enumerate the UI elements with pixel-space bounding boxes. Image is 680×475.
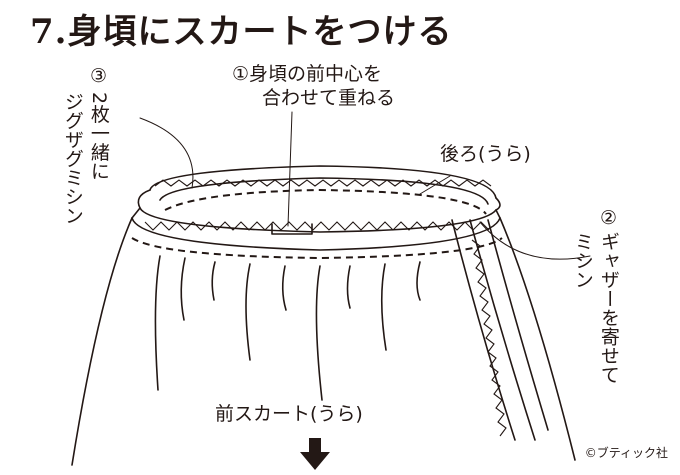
label-step1-line2: 合わせて重ねる — [262, 87, 396, 109]
label-step1-line1: ①身頃の前中心を — [232, 63, 383, 85]
leader-back — [419, 175, 451, 195]
label-step2-number: ② — [600, 207, 618, 229]
side-seam-left — [451, 219, 516, 441]
label-step3-col1: 2枚一緒に — [87, 92, 110, 181]
skirt-left-edge — [71, 217, 133, 466]
label-step3-number: ③ — [90, 65, 108, 87]
stitch-line-back — [164, 188, 487, 215]
zigzag-back — [154, 179, 492, 187]
label-step3-col2: ジグザグミシン — [61, 92, 84, 225]
zigzag-front — [144, 221, 490, 231]
arrow-down-icon — [300, 438, 330, 470]
waistband-front-top — [139, 207, 497, 233]
leader-step3 — [139, 117, 194, 189]
waistband-back-edge — [149, 165, 497, 199]
waistband-back-inner — [159, 177, 489, 205]
waistband-front-bottom — [131, 217, 501, 251]
label-back: 後ろ(うら) — [440, 143, 531, 165]
zigzag-side-seam — [471, 239, 507, 437]
side-seam-right — [469, 219, 536, 441]
page-title: 7.身頃にスカートをつける — [30, 12, 453, 52]
label-step2-col2: ミシン — [571, 232, 594, 289]
leader-step1 — [287, 111, 293, 227]
label-front-skirt: 前スカート(うら) — [215, 403, 363, 425]
leader-step2 — [479, 221, 591, 260]
skirt-right-edge — [499, 217, 576, 461]
copyright-text: ©ブティック社 — [584, 446, 668, 460]
label-step2-col1: ギャザーを寄せて — [597, 232, 620, 384]
